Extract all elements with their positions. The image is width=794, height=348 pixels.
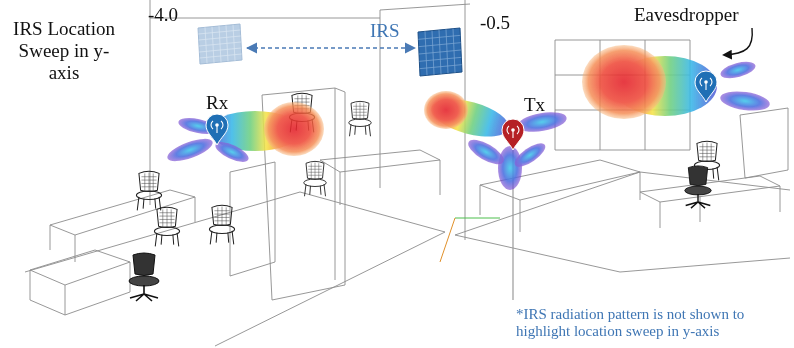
irs-panel: -0.5	[414, 12, 510, 78]
irs-grid	[453, 29, 455, 73]
irs-grid	[446, 29, 448, 73]
irs-grid	[419, 50, 461, 54]
irs-grid	[226, 25, 228, 61]
footnote: *IRS radiation pattern is not shown to h…	[516, 306, 786, 341]
irs-grid	[420, 65, 462, 69]
sweep-arrow	[247, 47, 415, 49]
sweep-title: IRS Location Sweep in y-axis	[6, 18, 122, 84]
receiver-label: Rx	[206, 92, 228, 114]
irs-grid	[200, 54, 242, 58]
position-value: -0.5	[414, 12, 510, 34]
eavesdropper-label: Eavesdropper	[634, 4, 738, 26]
irs-grid	[233, 25, 235, 61]
irs-tile	[418, 28, 462, 76]
irs-grid	[419, 57, 461, 61]
irs-grid	[199, 48, 241, 52]
position-value: -4.0	[148, 4, 244, 26]
irs-label: IRS	[370, 20, 400, 42]
transmitter-label: Tx	[524, 94, 545, 116]
irs-tile	[198, 24, 242, 64]
irs-panel: -4.0	[148, 4, 244, 66]
irs-grid	[199, 42, 241, 46]
